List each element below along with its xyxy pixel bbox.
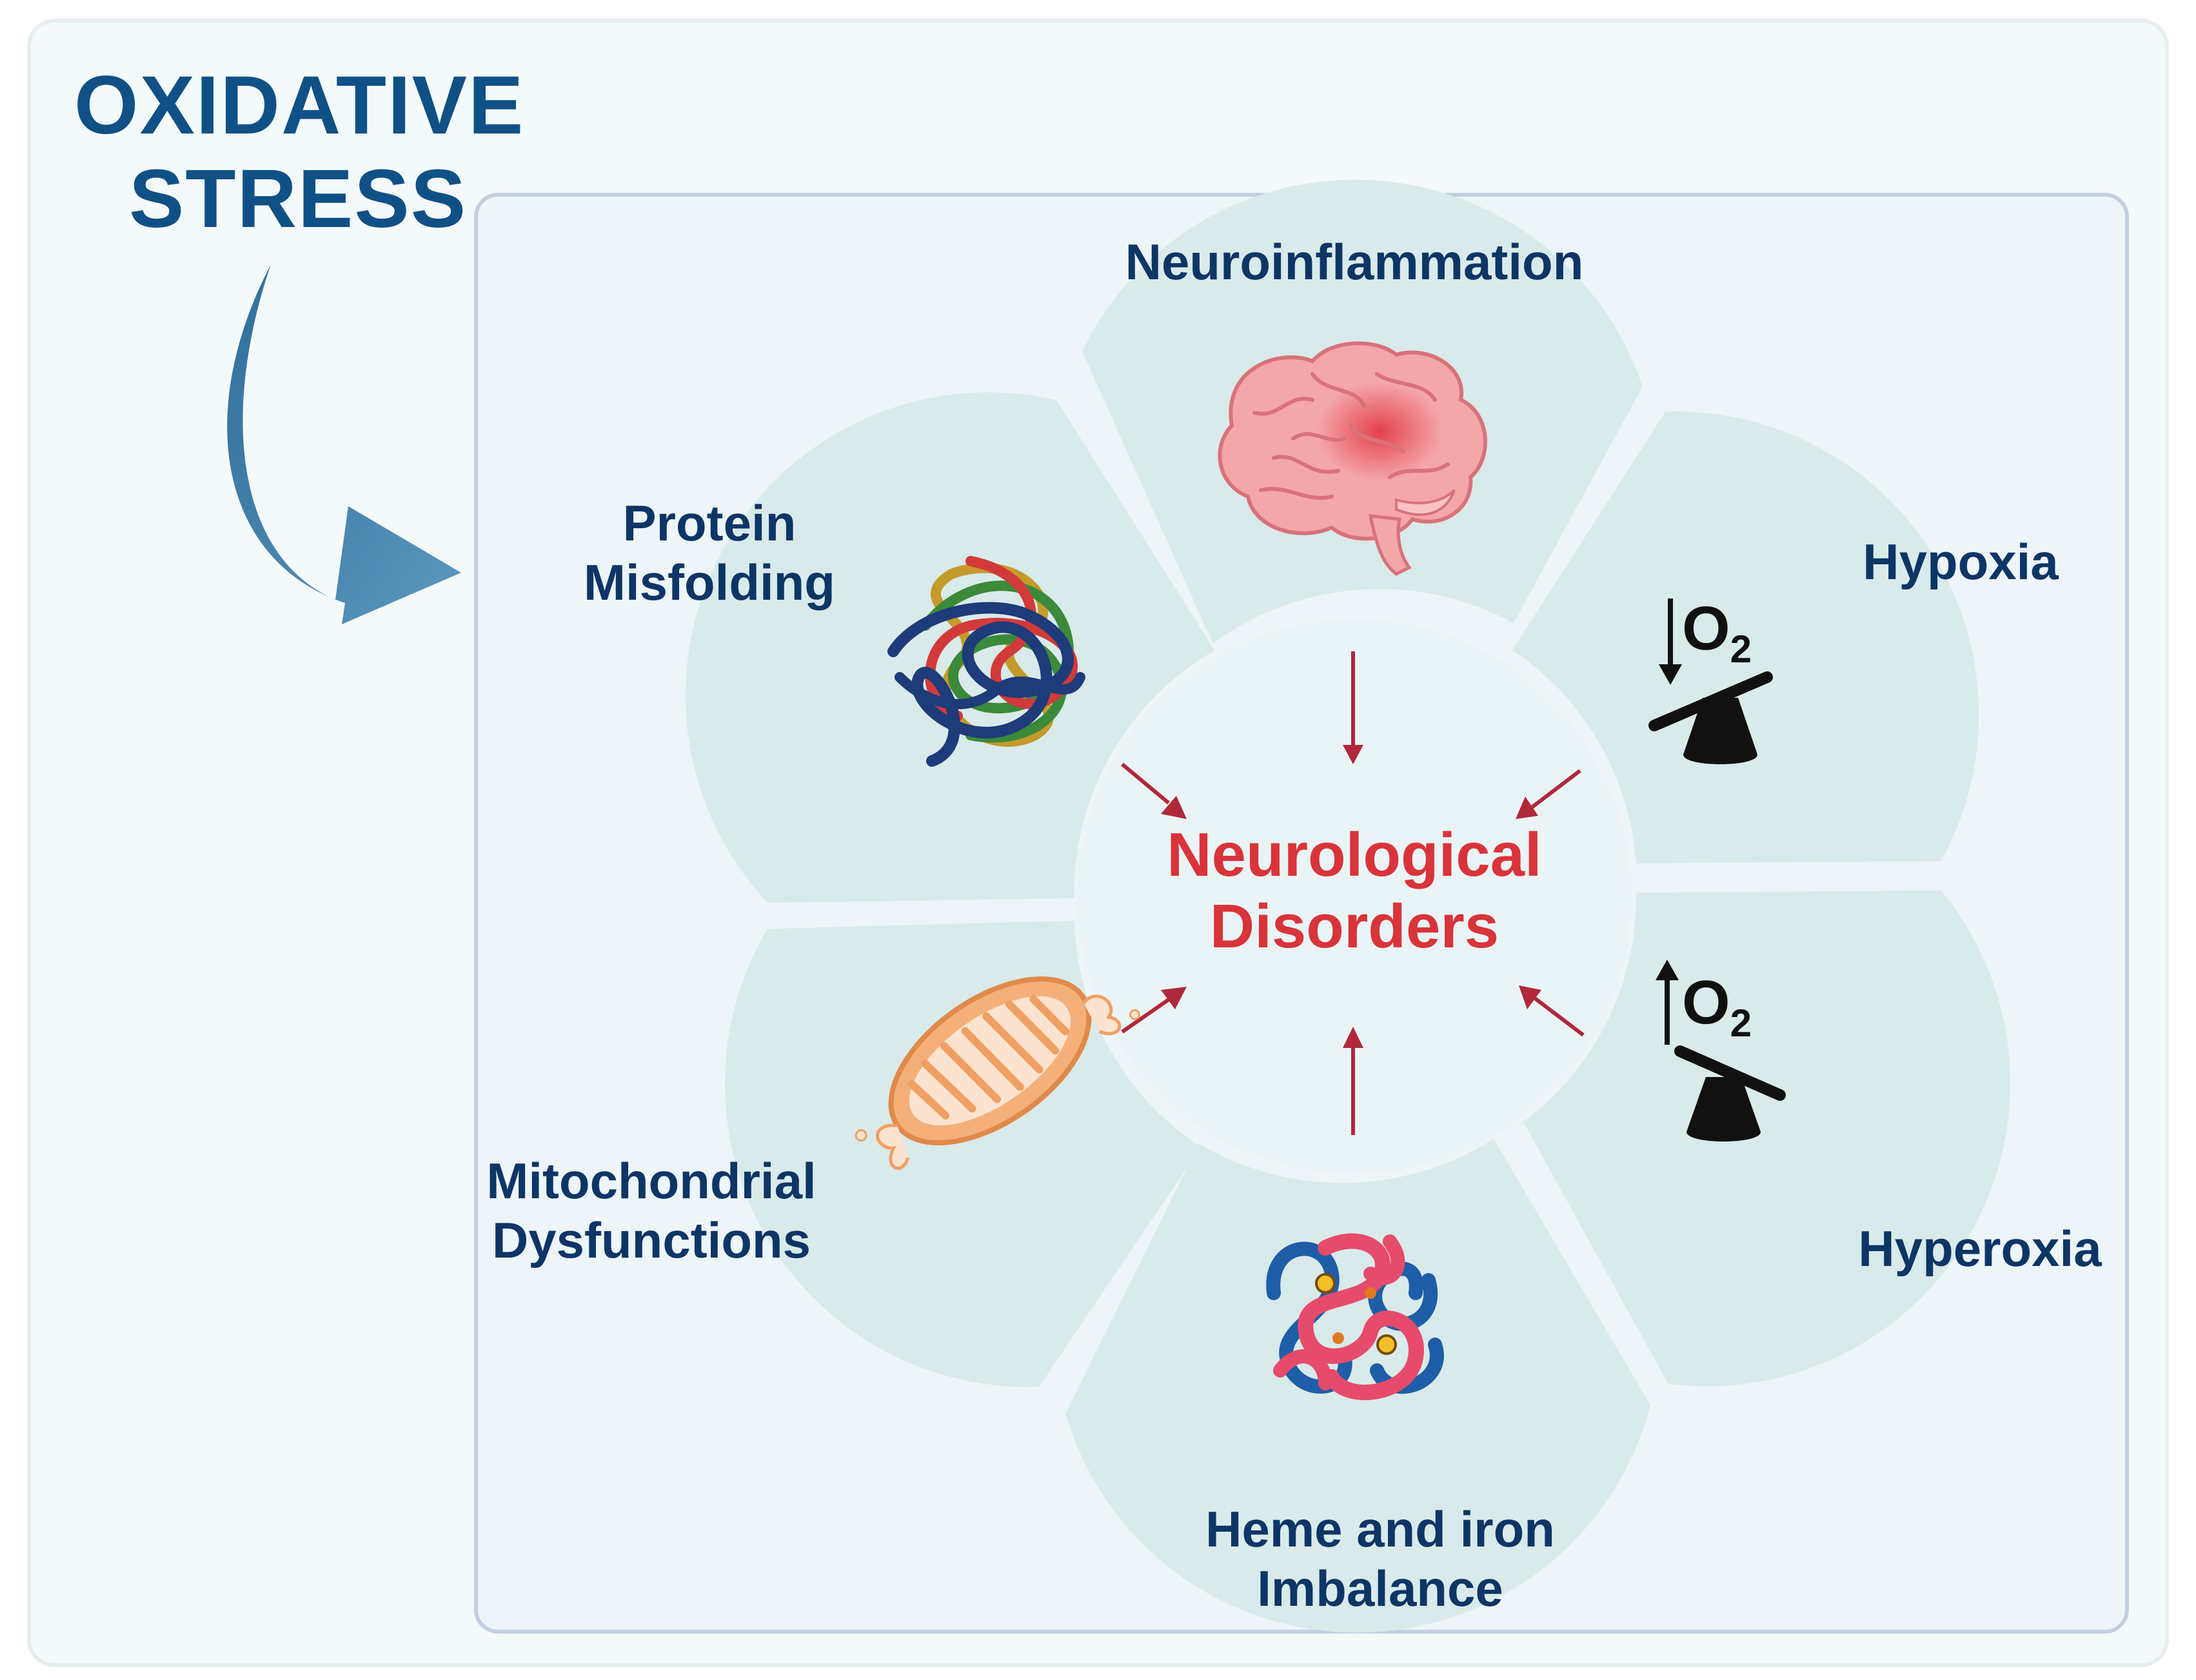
center-label-line-1: Neurological: [1167, 820, 1542, 889]
arrow-from-mitochondria: [1121, 987, 1187, 1034]
brain-icon: [1218, 341, 1487, 576]
arrow-from-hyperoxia: [1519, 985, 1585, 1037]
oxidative-stress-arrow-icon: [227, 264, 461, 624]
title-line-2: STRESS: [129, 153, 468, 245]
low-oxygen-scale-icon: [1648, 598, 1773, 764]
label-heme-line-2: Imbalance: [1257, 1560, 1503, 1617]
center-label-line-2: Disorders: [1209, 892, 1499, 962]
hypoxia-o2-label: O2: [1682, 594, 1752, 671]
label-protein-line-2: Misfolding: [584, 554, 835, 611]
label-heme: Heme and iron Imbalance: [1135, 1499, 1625, 1618]
label-hyperoxia: Hyperoxia: [1858, 1220, 2102, 1277]
arrow-from-neuroinflammation: [1343, 651, 1363, 764]
protein-tangle-icon: [887, 556, 1085, 767]
center-circle: [1077, 619, 1632, 1174]
mitochondrion-icon: [855, 976, 1140, 1170]
label-mitochondria: Mitochondrial Dysfunctions: [464, 1151, 838, 1270]
segment-protein: [685, 392, 1215, 903]
title-line-1: OXIDATIVE: [74, 59, 525, 152]
label-heme-line-1: Heme and iron: [1205, 1501, 1555, 1557]
label-hypoxia: Hypoxia: [1863, 533, 2059, 590]
hemoglobin-icon: [1266, 1233, 1444, 1400]
center-label: Neurological Disorders: [1096, 819, 1612, 963]
label-mitochondria-line-1: Mitochondrial: [486, 1152, 816, 1209]
arrow-from-protein: [1121, 762, 1187, 819]
label-mitochondria-line-2: Dysfunctions: [491, 1212, 811, 1269]
arrow-from-hypoxia: [1516, 769, 1581, 819]
inward-arrows: [1121, 651, 1585, 1135]
arrow-from-heme: [1343, 1027, 1363, 1135]
label-neuroinflammation: Neuroinflammation: [1125, 233, 1584, 290]
label-protein-line-1: Protein: [622, 495, 796, 551]
hyperoxia-o2-label: O2: [1682, 968, 1752, 1045]
high-oxygen-scale-icon: [1656, 960, 1786, 1141]
label-protein: Protein Misfolding: [555, 493, 864, 612]
segment-hyperoxia: [1523, 890, 2011, 1387]
segment-hypoxia: [1512, 411, 1979, 864]
